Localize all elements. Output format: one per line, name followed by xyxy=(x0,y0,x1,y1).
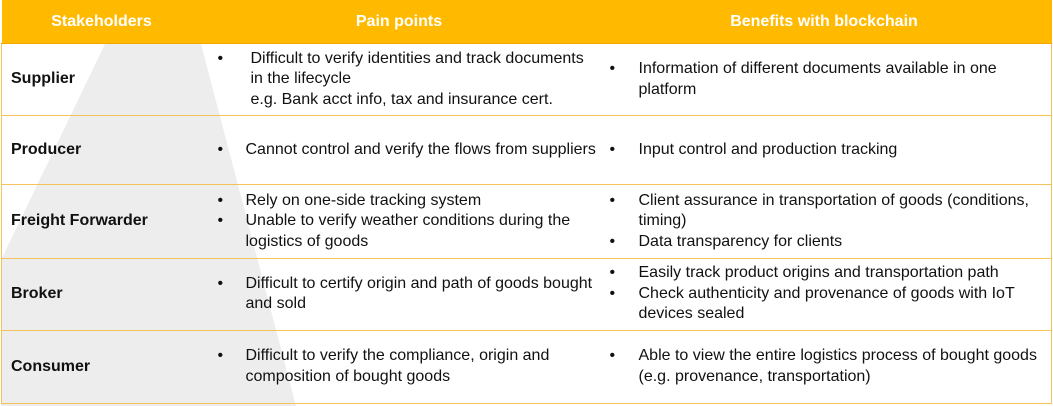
pain-points-cell: Cannot control and verify the flows from… xyxy=(201,115,597,186)
header-stakeholders: Stakeholders xyxy=(1,0,202,44)
table-row: Supplier Difficult to verify identities … xyxy=(1,42,1052,117)
stakeholder-cell: Broker xyxy=(1,257,202,331)
table-row: Broker Difficult to certify origin and p… xyxy=(1,257,1052,331)
pain-point-text: Difficult to verify identities and track… xyxy=(250,49,584,88)
list-item: Information of different documents avail… xyxy=(597,59,1052,100)
list-item: Cannot control and verify the flows from… xyxy=(202,140,597,161)
pain-points-list: Difficult to verify identities and track… xyxy=(202,49,597,111)
stakeholder-cell: Freight Forwarder xyxy=(1,184,202,259)
list-item: Rely on one-side tracking system xyxy=(202,191,597,212)
benefits-cell: Easily track product origins and transpo… xyxy=(596,257,1052,331)
header-benefits: Benefits with blockchain xyxy=(596,0,1052,44)
pain-points-cell: Rely on one-side tracking system Unable … xyxy=(201,184,597,259)
table-row: Freight Forwarder Rely on one-side track… xyxy=(1,184,1052,259)
pain-points-cell: Difficult to verify the compliance, orig… xyxy=(201,329,597,405)
pain-points-cell: Difficult to verify identities and track… xyxy=(201,42,597,117)
pain-points-list: Difficult to certify origin and path of … xyxy=(202,274,597,315)
list-item: Data transparency for clients xyxy=(597,232,1052,253)
list-item: Able to view the entire logistics proces… xyxy=(597,346,1052,387)
stakeholder-cell: Producer xyxy=(1,115,202,186)
list-item: Difficult to certify origin and path of … xyxy=(202,274,597,315)
table-row: Consumer Difficult to verify the complia… xyxy=(1,329,1052,405)
benefits-list: Input control and production tracking xyxy=(597,140,1052,161)
benefits-cell: Able to view the entire logistics proces… xyxy=(596,329,1052,405)
header-pain-points: Pain points xyxy=(201,0,597,44)
pain-points-cell: Difficult to certify origin and path of … xyxy=(201,257,597,331)
table-header-row: Stakeholders Pain points Benefits with b… xyxy=(1,0,1052,44)
benefits-list: Client assurance in transportation of go… xyxy=(597,191,1052,253)
list-item: Input control and production tracking xyxy=(597,140,1052,161)
list-item: Difficult to verify the compliance, orig… xyxy=(202,346,597,387)
stakeholder-cell: Supplier xyxy=(1,42,202,117)
pain-points-list: Cannot control and verify the flows from… xyxy=(202,140,597,161)
benefits-list: Information of different documents avail… xyxy=(597,59,1052,100)
stakeholder-cell: Consumer xyxy=(1,329,202,405)
table-row: Producer Cannot control and verify the f… xyxy=(1,115,1052,186)
list-item: Unable to verify weather conditions duri… xyxy=(202,211,597,252)
list-item: Check authenticity and provenance of goo… xyxy=(597,284,1052,325)
benefits-cell: Input control and production tracking xyxy=(596,115,1052,186)
benefits-cell: Information of different documents avail… xyxy=(596,42,1052,117)
list-item: Easily track product origins and transpo… xyxy=(597,263,1052,284)
list-item: Difficult to verify identities and track… xyxy=(202,49,597,111)
benefits-list: Able to view the entire logistics proces… xyxy=(597,346,1052,387)
pain-points-list: Difficult to verify the compliance, orig… xyxy=(202,346,597,387)
pain-point-example-text: e.g. Bank acct info, tax and insurance c… xyxy=(250,90,553,108)
benefits-cell: Client assurance in transportation of go… xyxy=(596,184,1052,259)
pain-points-list: Rely on one-side tracking system Unable … xyxy=(202,191,597,253)
list-item: Client assurance in transportation of go… xyxy=(597,191,1052,232)
benefits-list: Easily track product origins and transpo… xyxy=(597,263,1052,325)
